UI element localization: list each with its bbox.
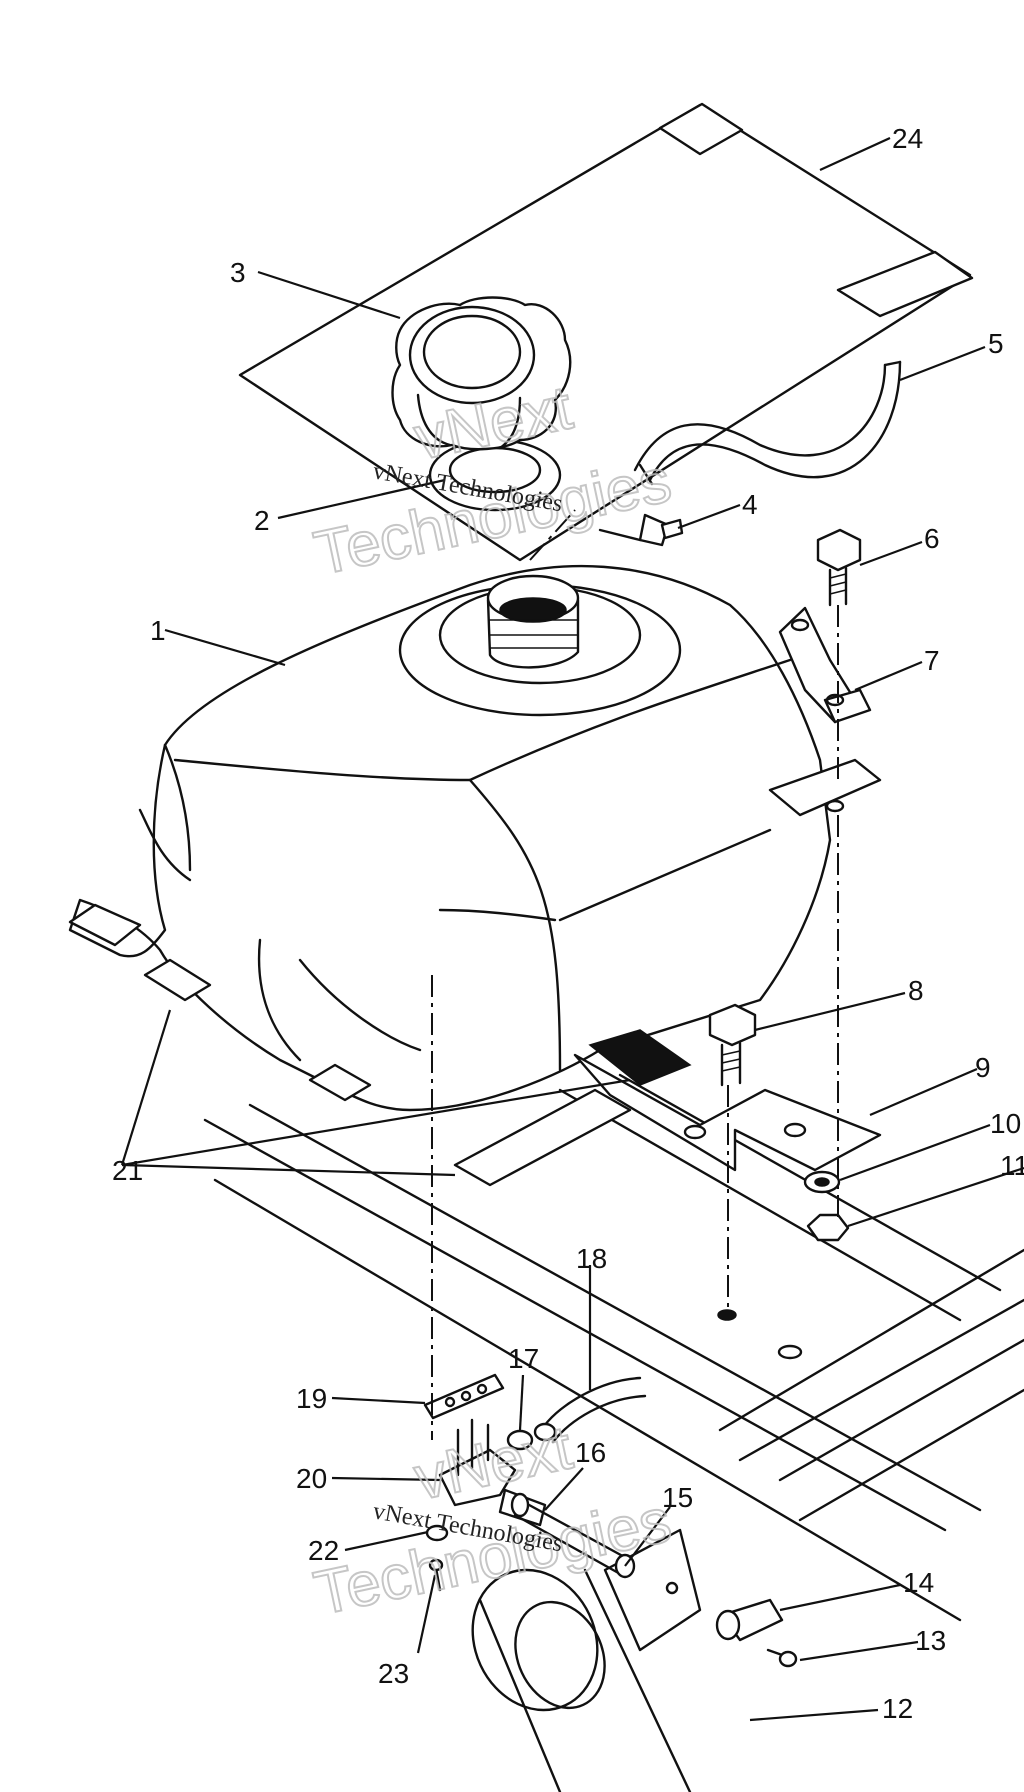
callout-8: 8	[908, 975, 924, 1006]
assembly-center-lines	[431, 509, 839, 1440]
callout-22: 22	[308, 1535, 339, 1566]
part-9-bracket	[573, 1053, 882, 1172]
callout-12: 12	[882, 1693, 913, 1724]
part-11-nut	[806, 1213, 850, 1242]
callout-19: 19	[296, 1383, 327, 1414]
part-23-screw	[428, 1558, 444, 1592]
callout-16: 16	[575, 1437, 606, 1468]
leader-lines	[120, 136, 1024, 1722]
part-1-fuel-tank	[68, 564, 882, 1112]
callout-10: 10	[990, 1108, 1021, 1139]
part-18-fuel-line	[543, 1376, 647, 1444]
callout-14: 14	[903, 1567, 934, 1598]
frame	[203, 1073, 1024, 1622]
callout-24: 24	[892, 123, 923, 154]
callout-2: 2	[254, 505, 270, 536]
callout-1: 1	[150, 615, 166, 646]
callout-18: 18	[576, 1243, 607, 1274]
part-3-fuel-cap	[391, 296, 572, 451]
callout-13: 13	[915, 1625, 946, 1656]
part-5-vent-hose	[633, 360, 902, 486]
callout-11: 11	[1000, 1150, 1024, 1181]
part-21-tank-pad	[453, 1029, 692, 1187]
part-13-screw	[766, 1648, 798, 1668]
callout-labels: 1 2 3 4 5 6 7 8 9 10 11 12 13 14 15 16 1…	[112, 123, 1024, 1724]
callout-20: 20	[296, 1463, 327, 1494]
callout-23: 23	[378, 1658, 409, 1689]
part-4-vent-fitting	[598, 513, 684, 547]
callout-7: 7	[924, 645, 940, 676]
part-19-plate	[423, 1373, 505, 1420]
part-16-hose	[510, 1492, 632, 1577]
part-24-tank-pad	[238, 102, 974, 562]
callout-15: 15	[662, 1482, 693, 1513]
callout-21: 21	[112, 1155, 143, 1186]
part-14-fitting	[715, 1598, 784, 1642]
watermark-bottom-line1: vNext	[409, 1413, 578, 1513]
callout-4: 4	[742, 489, 758, 520]
part-6-bolt	[816, 528, 862, 607]
callout-5: 5	[988, 328, 1004, 359]
part-10-washer	[803, 1170, 841, 1194]
callout-9: 9	[975, 1052, 991, 1083]
callout-3: 3	[230, 257, 246, 288]
callout-6: 6	[924, 523, 940, 554]
part-8-bolt	[708, 1003, 757, 1087]
callout-17: 17	[508, 1343, 539, 1374]
part-17-clamp	[506, 1422, 557, 1451]
